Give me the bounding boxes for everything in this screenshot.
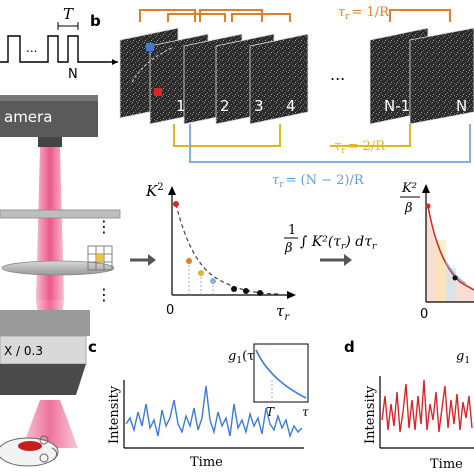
tau-2-brackets xyxy=(173,124,411,147)
formula-numerator: 1 xyxy=(288,223,296,238)
camera-body xyxy=(0,95,98,137)
intensity-trace-d xyxy=(381,379,473,433)
panel-a: ... N T amera X / 0.3 xyxy=(0,5,121,467)
pixel-highlight xyxy=(96,254,104,262)
k2-y-label: K2 xyxy=(145,182,164,200)
objective-band xyxy=(0,335,87,365)
laser-beam xyxy=(36,147,64,300)
pulse-last-label: N xyxy=(68,67,78,82)
roi-blue xyxy=(146,43,154,51)
formula-integral: ∫ K²(τr) dτr xyxy=(300,234,377,252)
tau-1-label: τr= 1/R xyxy=(338,5,390,22)
camera-label: amera xyxy=(4,108,52,126)
frame-label-4: 4 xyxy=(286,97,296,115)
intensity-trace-c xyxy=(125,385,303,439)
panel-c: c g1(τ) T τ Intensity Time xyxy=(88,338,309,470)
d-x-label: Time xyxy=(430,457,463,472)
k2-origin-label: 0 xyxy=(166,303,174,318)
integral-plot xyxy=(422,184,474,303)
c-y-label: Intensity xyxy=(107,385,122,444)
k2-point xyxy=(198,270,204,276)
k2-point xyxy=(210,278,216,284)
period-label: T xyxy=(63,5,74,23)
k2-point xyxy=(257,290,263,296)
integral-plot-y-num: K² xyxy=(401,181,417,196)
frame-5 xyxy=(249,33,309,125)
pulse-axis-arrow xyxy=(112,59,118,65)
k2-point xyxy=(186,258,192,264)
roi-red xyxy=(154,88,162,96)
d-y-label: Intensity xyxy=(363,385,378,444)
period-marker xyxy=(57,22,79,30)
inset-t-label: T xyxy=(266,405,275,419)
formula-denominator: β xyxy=(284,241,293,256)
k2-fit-curve xyxy=(175,203,281,295)
k2-plot xyxy=(168,186,296,299)
g1-label-d: g1 xyxy=(456,349,470,366)
frame-stack xyxy=(119,27,474,125)
objective-label: X / 0.3 xyxy=(4,344,43,358)
panel-b: b τr= 1/R 1 2 3 4 .. xyxy=(87,5,474,323)
frame-ellipsis: ... xyxy=(330,65,345,84)
grid-dots-top: ⋮ xyxy=(96,217,112,236)
tau-n-brackets xyxy=(189,124,471,163)
g1-inset-c xyxy=(253,343,309,403)
tau-1-brackets xyxy=(139,9,451,22)
mouse-sample xyxy=(0,435,59,467)
k2-x-label: τr xyxy=(276,302,290,323)
c-x-label: Time xyxy=(190,455,223,470)
vessel-outline xyxy=(131,47,173,83)
integral-plot-y-den: β xyxy=(404,201,413,216)
objective-upper xyxy=(0,310,90,336)
integral-plot-origin: 0 xyxy=(420,307,428,322)
inset-tau-label: τ xyxy=(302,405,309,419)
k2-point xyxy=(243,288,249,294)
frame-label-3: 3 xyxy=(254,97,264,115)
pulse-ellipsis: ... xyxy=(26,41,37,55)
tube-lens xyxy=(1,260,115,276)
arrow-to-plot xyxy=(130,254,156,266)
frame-label-1: 1 xyxy=(176,97,186,115)
frame-n xyxy=(409,27,474,125)
panel-d: d g1 Intensity Time xyxy=(344,338,474,472)
objective-lower xyxy=(0,364,86,395)
beamsplitter-plate xyxy=(0,209,121,219)
k2-point xyxy=(173,201,179,207)
frame-label-2: 2 xyxy=(220,97,230,115)
pulse-train xyxy=(0,35,118,63)
frame-label-n: N xyxy=(456,97,467,115)
k2-point xyxy=(231,286,237,292)
frame-label-n-minus-1: N-1 xyxy=(384,97,410,115)
panel-d-label: d xyxy=(344,338,355,356)
grid-dots-bottom: ⋮ xyxy=(96,285,112,304)
panel-b-label: b xyxy=(90,12,101,30)
panel-c-label: c xyxy=(88,338,97,356)
tau-n-label: τr= (N − 2)/R xyxy=(272,173,365,190)
camera-mount xyxy=(38,137,62,147)
tau-2-label: τr= 2/R xyxy=(334,139,386,156)
integral-formula: 1 β ∫ K²(τr) dτr xyxy=(284,223,377,256)
arrow-to-integral-plot xyxy=(320,254,352,266)
